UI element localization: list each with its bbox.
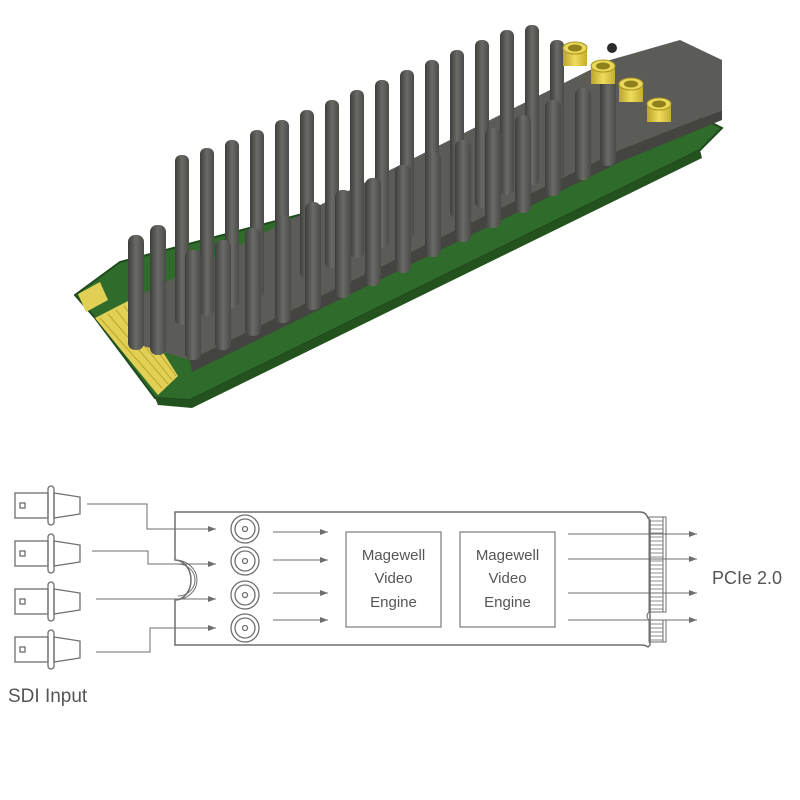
jack-to-engine-arrows (273, 529, 328, 623)
mounting-hole (607, 43, 617, 53)
bnc-jack-3 (230, 580, 260, 610)
sdi-plug-2 (14, 533, 81, 574)
engine-label-line3: Engine (370, 594, 417, 611)
video-engine-1: Magewell Video Engine (345, 531, 442, 628)
bnc-jacks (230, 514, 260, 643)
bnc-jack-2 (230, 546, 260, 576)
sdi-connectors (562, 41, 672, 122)
heatsink (128, 25, 722, 372)
output-arrows (568, 531, 697, 623)
engine-label-line2: Video (488, 570, 526, 587)
video-engine-2: Magewell Video Engine (459, 531, 556, 628)
sdi-connector-3 (618, 77, 644, 102)
engine-label-line1: Magewell (362, 547, 425, 564)
input-label: SDI Input (8, 686, 88, 707)
sdi-connector-4 (646, 97, 672, 122)
pcie-edge-connector (646, 516, 667, 643)
sdi-connector-2 (590, 59, 616, 84)
card-outline (174, 511, 651, 649)
card-notch (174, 559, 198, 601)
engine-label-line2: Video (374, 570, 412, 587)
output-label: PCIe 2.0 (712, 568, 782, 588)
engine-label-line3: Engine (484, 594, 531, 611)
engine-label-line1: Magewell (476, 547, 539, 564)
sdi-plug-4 (14, 629, 81, 670)
bnc-jack-1 (230, 514, 260, 544)
sdi-input-plugs (14, 485, 81, 670)
bnc-jack-4 (230, 613, 260, 643)
sdi-plug-3 (14, 581, 81, 622)
sdi-connector-1 (562, 41, 588, 66)
block-diagram: Magewell Video Engine Magewell Video Eng… (8, 485, 782, 707)
sdi-plug-1 (14, 485, 81, 526)
input-wires (87, 503, 216, 653)
product-photo (73, 25, 724, 408)
